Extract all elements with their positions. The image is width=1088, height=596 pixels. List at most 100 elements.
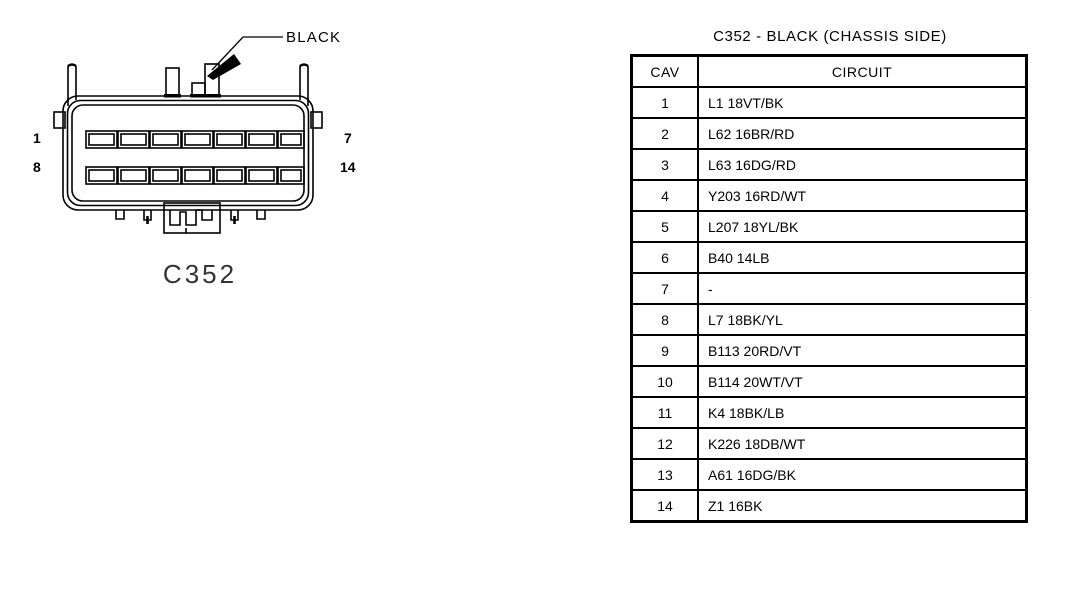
cell-cav: 10 bbox=[630, 365, 699, 398]
cell-circuit: B40 14LB bbox=[697, 241, 1028, 274]
cavity-inner-10 bbox=[152, 169, 179, 182]
cell-cav: 2 bbox=[630, 117, 699, 150]
callout-label-black: BLACK bbox=[286, 29, 342, 46]
cavity-outer-1 bbox=[85, 130, 118, 149]
connector-body-outer bbox=[62, 95, 314, 211]
cell-circuit: L62 16BR/RD bbox=[697, 117, 1028, 150]
cell-cav: 8 bbox=[630, 303, 699, 336]
bottom-stub-1-icon bbox=[115, 210, 125, 220]
cavity-outer-4 bbox=[181, 130, 214, 149]
cavity-inner-4 bbox=[184, 133, 211, 146]
cell-circuit: B113 20RD/VT bbox=[697, 334, 1028, 367]
cell-circuit: L207 18YL/BK bbox=[697, 210, 1028, 243]
cavity-outer-6 bbox=[245, 130, 278, 149]
column-header-cav: CAV bbox=[630, 54, 699, 88]
cell-cav: 14 bbox=[630, 489, 699, 523]
cavity-outer-10 bbox=[149, 166, 182, 185]
callout-arrowhead-icon bbox=[207, 54, 241, 80]
cell-circuit: Z1 16BK bbox=[697, 489, 1028, 523]
cell-cav: 11 bbox=[630, 396, 699, 429]
connector-body-middle bbox=[66, 99, 310, 207]
pin-number-bottom-left: 8 bbox=[33, 159, 41, 175]
cavity-outer-13 bbox=[245, 166, 278, 185]
callout-leader-line bbox=[211, 36, 283, 71]
cavity-inner-14 bbox=[280, 169, 302, 182]
left-post-icon bbox=[67, 66, 77, 106]
pin-number-top-left: 1 bbox=[33, 130, 41, 146]
connector-body-inner bbox=[71, 104, 305, 202]
right-post-cap-icon bbox=[299, 63, 309, 67]
cell-cav: 5 bbox=[630, 210, 699, 243]
top-tab-small-icon bbox=[165, 67, 180, 97]
cavity-outer-11 bbox=[181, 166, 214, 185]
latch-teeth-right-icon bbox=[196, 209, 213, 221]
cavity-inner-12 bbox=[216, 169, 243, 182]
connector-illustration-panel: BLACK 1 8 7 14 C352 bbox=[0, 0, 400, 596]
cavity-inner-5 bbox=[216, 133, 243, 146]
table-row: 7- bbox=[630, 272, 1028, 305]
cell-cav: 4 bbox=[630, 179, 699, 212]
pin-number-bottom-right: 14 bbox=[340, 159, 356, 175]
cavity-outer-3 bbox=[149, 130, 182, 149]
pin-number-top-right: 7 bbox=[344, 130, 352, 146]
right-side-lock-icon bbox=[310, 111, 323, 129]
cell-circuit: L7 18BK/YL bbox=[697, 303, 1028, 336]
left-post-cap-icon bbox=[67, 63, 77, 67]
table-title: C352 - BLACK (CHASSIS SIDE) bbox=[713, 28, 947, 45]
cavity-inner-13 bbox=[248, 169, 275, 182]
table-header: CAV CIRCUIT bbox=[630, 54, 1028, 88]
cell-circuit: A61 16DG/BK bbox=[697, 458, 1028, 491]
cell-circuit: K226 18DB/WT bbox=[697, 427, 1028, 460]
cell-circuit: L1 18VT/BK bbox=[697, 86, 1028, 119]
cavity-inner-9 bbox=[120, 169, 147, 182]
cell-circuit: B114 20WT/VT bbox=[697, 365, 1028, 398]
right-post-icon bbox=[299, 66, 309, 106]
circuit-table-panel: C352 - BLACK (CHASSIS SIDE) CAV CIRCUIT … bbox=[630, 28, 1030, 523]
cell-cav: 9 bbox=[630, 334, 699, 367]
cavity-inner-11 bbox=[184, 169, 211, 182]
cell-cav: 7 bbox=[630, 272, 699, 305]
cavity-inner-2 bbox=[120, 133, 147, 146]
cavity-outer-9 bbox=[117, 166, 150, 185]
latch-teeth-left-icon bbox=[169, 210, 197, 226]
cell-cav: 13 bbox=[630, 458, 699, 491]
cell-circuit: L63 16DG/RD bbox=[697, 148, 1028, 181]
cavity-inner-6 bbox=[248, 133, 275, 146]
bottom-stub-4-icon bbox=[256, 210, 266, 220]
cavity-inner-8 bbox=[88, 169, 115, 182]
cavity-outer-12 bbox=[213, 166, 246, 185]
cavity-inner-7 bbox=[280, 133, 302, 146]
cavity-inner-3 bbox=[152, 133, 179, 146]
cavity-outer-5 bbox=[213, 130, 246, 149]
cell-cav: 1 bbox=[630, 86, 699, 119]
cavity-inner-1 bbox=[88, 133, 115, 146]
cell-cav: 6 bbox=[630, 241, 699, 274]
cavity-outer-2 bbox=[117, 130, 150, 149]
cavity-outer-7 bbox=[277, 130, 305, 149]
connector-drawing bbox=[53, 36, 323, 234]
cell-circuit: K4 18BK/LB bbox=[697, 396, 1028, 429]
connector-caption: C352 bbox=[162, 259, 238, 289]
cell-cav: 12 bbox=[630, 427, 699, 460]
latch-housing-icon bbox=[163, 202, 221, 234]
cavity-outer-8 bbox=[85, 166, 118, 185]
cavity-outer-14 bbox=[277, 166, 305, 185]
column-header-circuit: CIRCUIT bbox=[697, 54, 1028, 88]
cell-circuit: Y203 16RD/WT bbox=[697, 179, 1028, 212]
cell-cav: 3 bbox=[630, 148, 699, 181]
left-side-lock-icon bbox=[53, 111, 66, 129]
